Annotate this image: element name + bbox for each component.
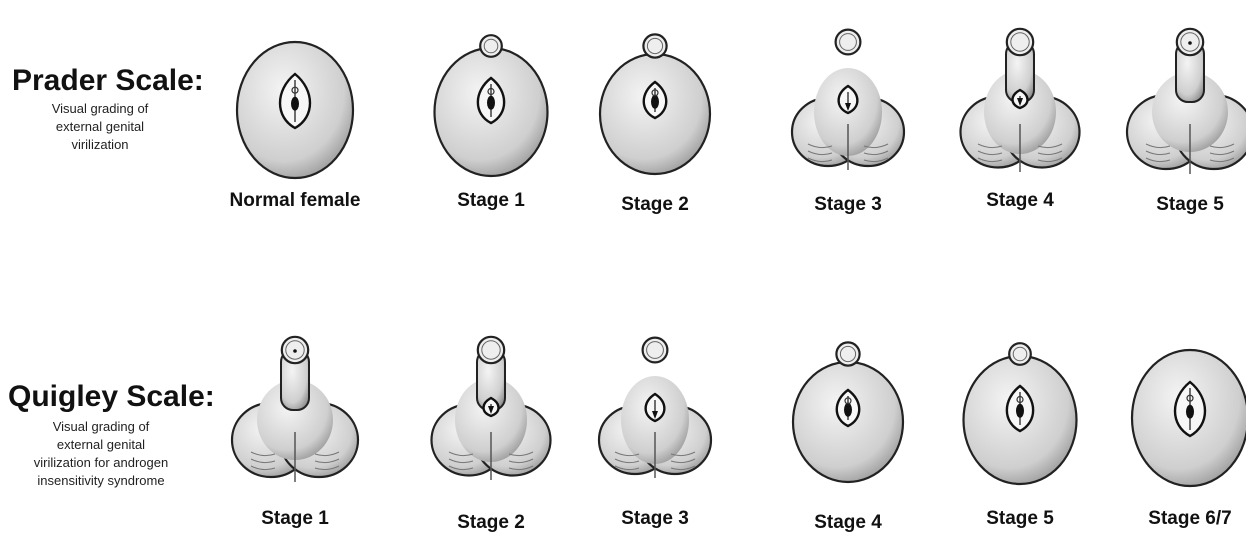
quigley-stage-illustration [950,327,1090,497]
vaginal-introitus [487,96,495,110]
prader-desc-line: external genital [20,118,180,136]
quigley-stage-label: Stage 3 [621,508,689,530]
vaginal-introitus [844,403,852,417]
prader-stage-illustration [421,19,561,189]
glans [480,35,502,57]
quigley-stage-label: Stage 2 [457,512,525,534]
prader-stage-illustration [585,19,725,189]
quigley-stage-illustration [421,327,561,497]
prader-stage-label: Stage 4 [986,190,1054,212]
prader-stage-label: Normal female [230,190,361,212]
quigley-desc-line: external genital [6,436,196,454]
meatus [293,349,297,353]
vaginal-introitus [1016,404,1024,418]
quigley-desc-line: virilization for androgen [6,454,196,472]
prader-stage-illustration [950,19,1090,189]
quigley-desc-line: insensitivity syndrome [6,472,196,490]
quigley-stage-label: Stage 1 [261,508,329,530]
prader-stage-illustration [778,19,918,189]
glans [836,342,859,365]
vaginal-introitus [651,95,659,109]
quigley-stage-illustration [225,327,365,497]
meatus [1188,41,1192,45]
prader-stage-label: Stage 5 [1156,194,1224,216]
quigley-stage-label: Stage 6/7 [1148,508,1231,530]
glans [1009,343,1031,365]
prader-stage-illustration [1120,19,1246,189]
prader-stage-illustration [225,19,365,189]
quigley-scale-description: Visual grading of external genital viril… [6,418,196,490]
prader-scale-title: Prader Scale: [12,64,204,98]
vaginal-introitus [291,97,299,111]
prader-stage-label: Stage 3 [814,194,882,216]
prader-desc-line: virilization [20,136,180,154]
quigley-desc-line: Visual grading of [6,418,196,436]
quigley-scale-title: Quigley Scale: [8,380,215,414]
prader-stage-label: Stage 1 [457,190,525,212]
vaginal-introitus [1186,405,1194,419]
quigley-stage-label: Stage 5 [986,508,1054,530]
quigley-stage-label: Stage 4 [814,512,882,534]
quigley-stage-illustration [1120,327,1246,497]
prader-stage-label: Stage 2 [621,194,689,216]
prader-desc-line: Visual grading of [20,100,180,118]
quigley-stage-illustration [585,327,725,497]
prader-scale-description: Visual grading of external genital viril… [20,100,180,154]
glans [643,34,666,57]
quigley-stage-illustration [778,327,918,497]
